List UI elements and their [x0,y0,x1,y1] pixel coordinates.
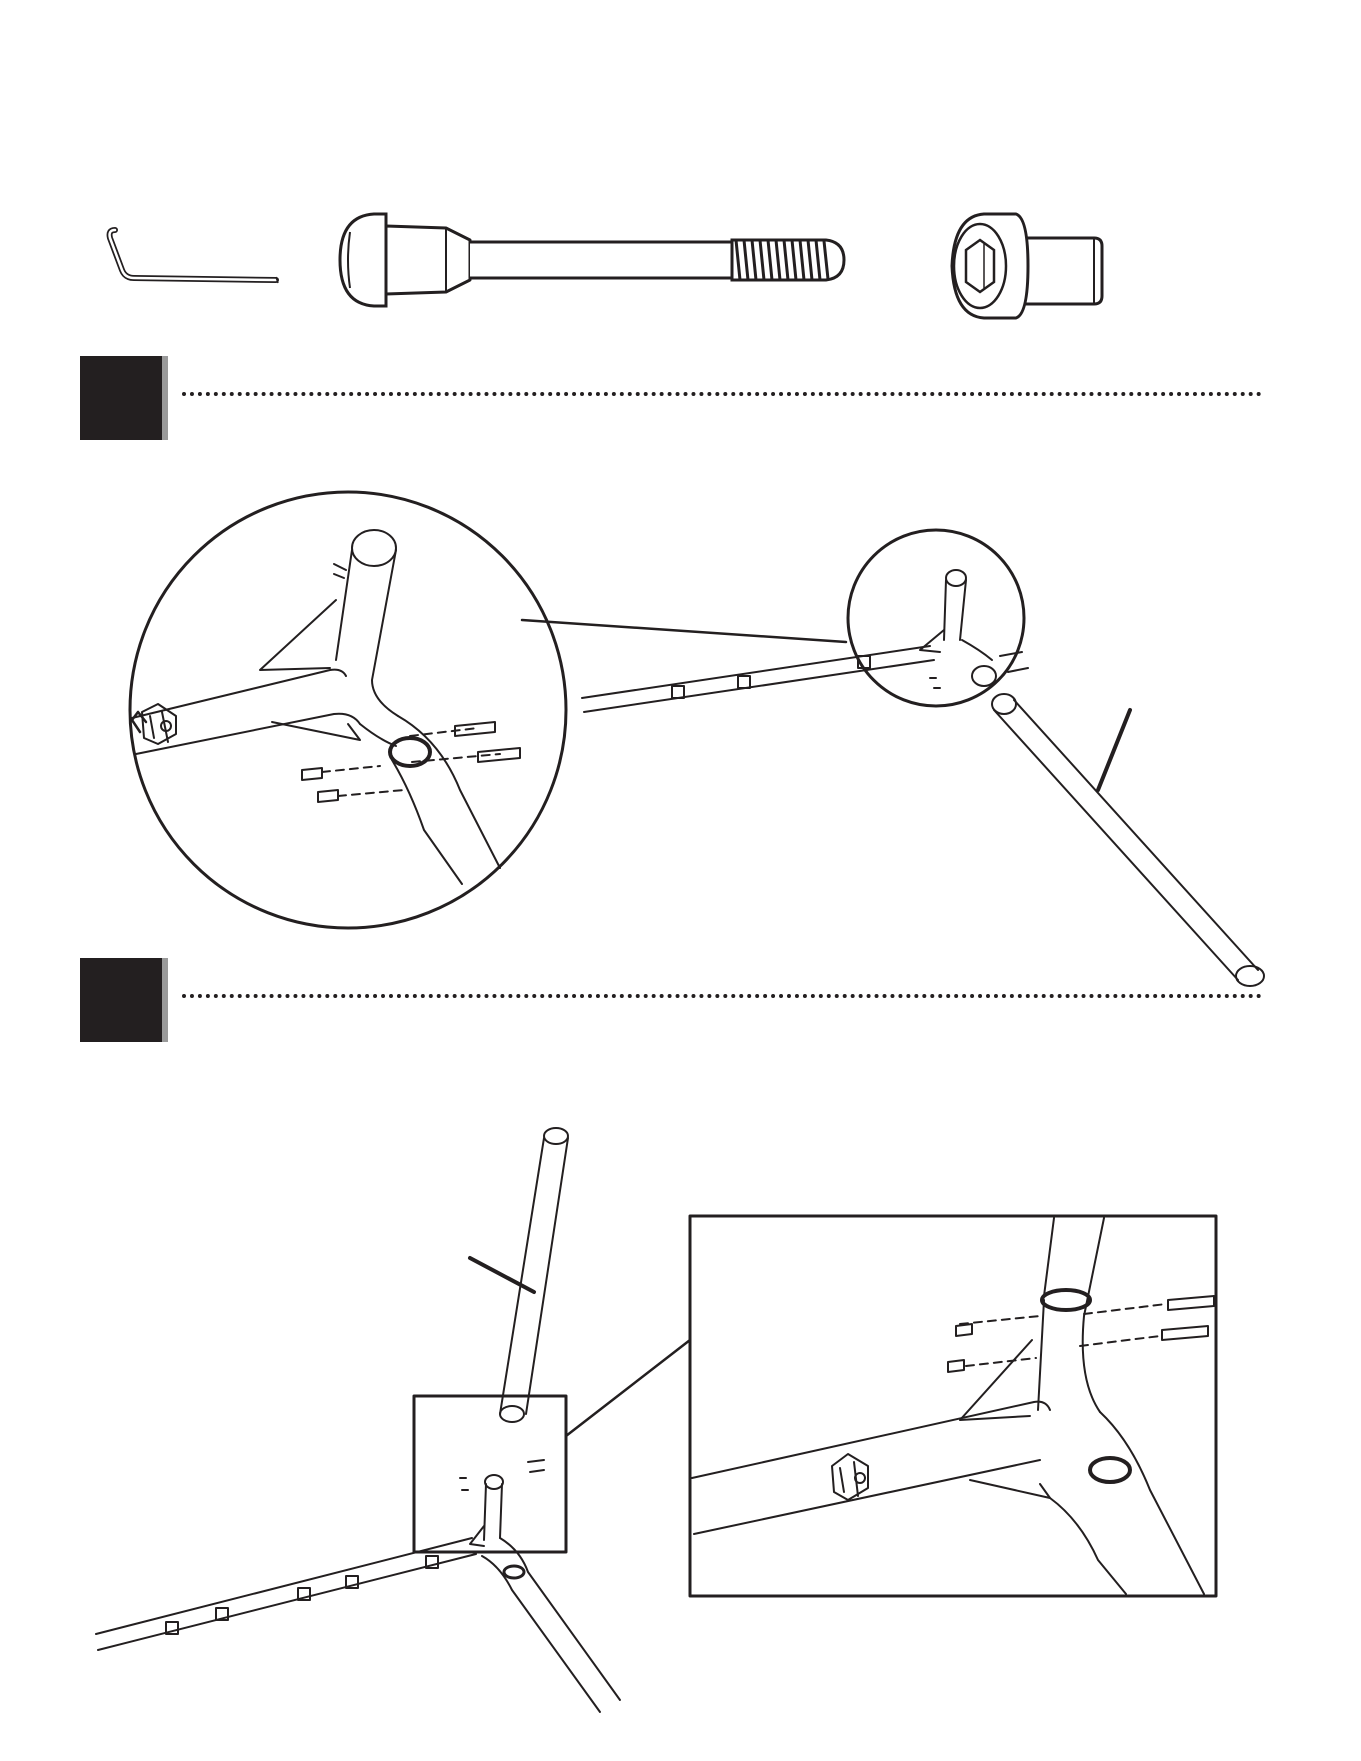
step-2-illustration [0,0,1361,1761]
